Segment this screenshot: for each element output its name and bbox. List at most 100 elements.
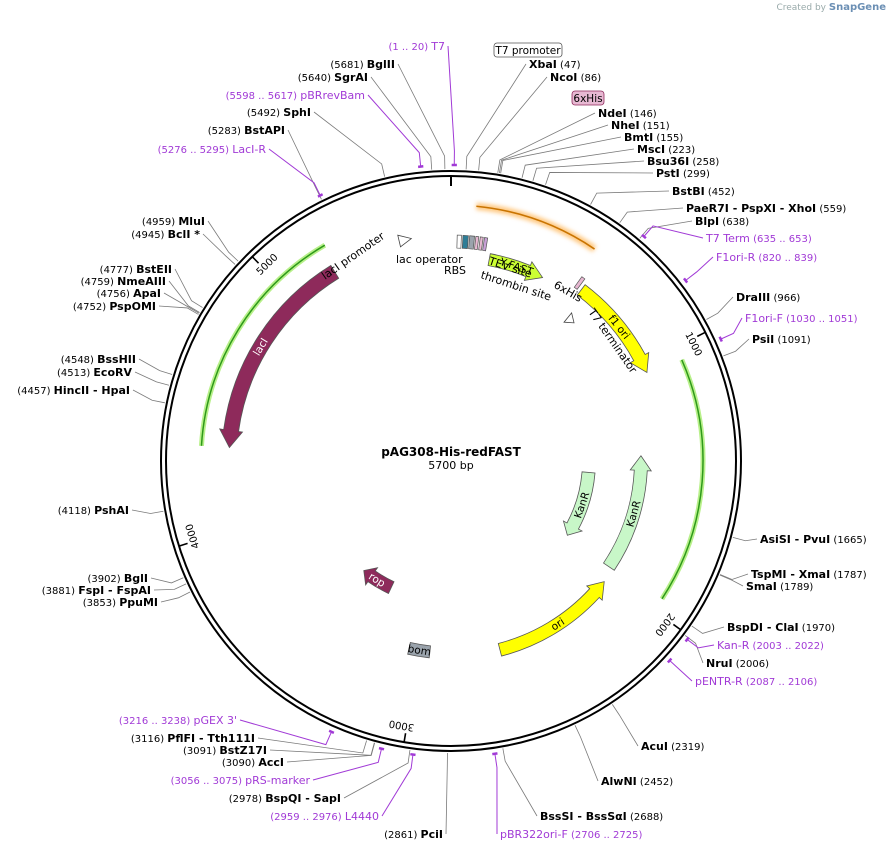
primer-label-f1ori-r: F1ori-R (820 .. 839) bbox=[716, 251, 817, 264]
svg-text:T7 promoter: T7 promoter bbox=[494, 45, 561, 57]
small-feature-block-6 bbox=[573, 276, 586, 290]
site-label-psti: PstI (299) bbox=[656, 167, 710, 180]
small-feature-label-lac-operator: lac operator bbox=[396, 253, 463, 266]
site-leader-nhei bbox=[498, 124, 609, 174]
small-feature-label-rbs: RBS bbox=[444, 264, 466, 277]
site-label-alwni: AlwNI (2452) bbox=[601, 775, 673, 788]
tick-label-5000: 5000 bbox=[255, 252, 281, 278]
site-leader-psii bbox=[723, 338, 750, 357]
feature-arrow-kanr-1 bbox=[602, 455, 653, 571]
primer-leader-pbrrevbam bbox=[367, 94, 422, 167]
primer-label-pentr-r: pENTR-R (2087 .. 2106) bbox=[695, 675, 817, 688]
site-leader-bstapi bbox=[287, 129, 322, 200]
site-leader-ndei bbox=[497, 112, 596, 173]
site-leader-acui bbox=[611, 704, 639, 747]
primer-label-pbrrevbam: (5598 .. 5617) pBRrevBam bbox=[226, 89, 365, 102]
green-arc-kanr bbox=[661, 359, 704, 600]
site-leader-ncoi bbox=[478, 76, 548, 171]
site-leader-blpi bbox=[639, 220, 693, 239]
site-leader-bstz17i bbox=[269, 742, 375, 756]
site-label-pspomi: (4752) PspOMI bbox=[73, 300, 156, 313]
primer-leader-f1ori-f bbox=[720, 317, 743, 340]
primer-leader-laci-r bbox=[268, 148, 321, 196]
primer-leader-t7-term bbox=[643, 225, 704, 239]
site-leader-alwni bbox=[574, 725, 599, 782]
site-leader-msci bbox=[521, 148, 635, 178]
small-feature-block-2 bbox=[468, 235, 476, 250]
primer-label-l4440: (2959 .. 2976) L4440 bbox=[270, 810, 379, 823]
site-label-nmeaiii: (4759) NmeAIII bbox=[81, 275, 166, 288]
small-feature-block-5 bbox=[482, 237, 489, 252]
site-label-bstapi: (5283) BstAPI bbox=[208, 124, 285, 137]
small-feature-block-3 bbox=[474, 235, 480, 251]
plasmid-length: 5700 bp bbox=[428, 459, 473, 472]
site-label-ecorv: (4513) EcoRV bbox=[57, 366, 132, 379]
site-leader-mlui bbox=[207, 220, 239, 262]
site-leader-psti bbox=[545, 172, 654, 185]
site-label-tspmi-xmai: TspMI - XmaI (1787) bbox=[751, 568, 867, 581]
primer-leader-pentr-r bbox=[669, 660, 693, 682]
tick-4000 bbox=[178, 542, 188, 547]
primer-label-f1ori-f: F1ori-F (1030 .. 1051) bbox=[745, 312, 858, 325]
site-leader-paer7i-pspxi-xhoi bbox=[619, 207, 684, 223]
primer-leader-f1ori-r bbox=[685, 256, 714, 281]
site-leader-bstbi bbox=[590, 190, 670, 205]
site-label-bmti: BmtI (155) bbox=[624, 131, 683, 144]
site-label-bspdi-clai: BspDI - ClaI (1970) bbox=[727, 621, 835, 634]
site-label-nrui: NruI (2006) bbox=[706, 657, 769, 670]
site-label-ndei: NdeI (146) bbox=[598, 107, 657, 120]
primer-mark-pgex-3 bbox=[328, 729, 335, 734]
site-leader-xbai bbox=[465, 63, 527, 170]
backbone-outer bbox=[160, 170, 742, 752]
primer-label-kan-r: Kan-R (2003 .. 2022) bbox=[717, 639, 824, 652]
plasmid-name: pAG308-His-redFAST bbox=[381, 445, 521, 459]
green-arc-kanr-glow bbox=[659, 358, 706, 601]
site-label-pcii: (2861) PciI bbox=[384, 828, 443, 841]
site-label-blpi: BlpI (638) bbox=[695, 215, 749, 228]
feature-label-kanr-2: KanR bbox=[572, 490, 592, 520]
site-leader-pcii bbox=[445, 752, 448, 835]
credit-prefix: Created by bbox=[776, 3, 826, 13]
primer-mark-pentr-r bbox=[666, 657, 673, 664]
feature-arrow-bom-7 bbox=[407, 642, 431, 659]
site-leader-bgli bbox=[150, 577, 184, 584]
primer-mark-l4440 bbox=[410, 752, 416, 757]
site-label-acui: AcuI (2319) bbox=[641, 740, 704, 753]
site-label-hincii-hpai: (4457) HincII - HpaI bbox=[17, 384, 130, 397]
primer-mark-t7-term bbox=[641, 233, 647, 240]
small-feature-label-laci-promoter: lacI promoter bbox=[319, 229, 387, 282]
primer-label-pgex-3: (3216 .. 3238) pGEX 3' bbox=[119, 714, 237, 727]
orf-arc bbox=[476, 205, 595, 250]
site-label-bstz17i: (3091) BstZ17I bbox=[183, 744, 267, 757]
site-leader-ppumi bbox=[160, 591, 191, 603]
site-label-bsssi-bsss-i: BssSI - BssSαI (2688) bbox=[540, 810, 663, 823]
feature-label-bom-7: bom bbox=[407, 643, 432, 659]
small-promoter-arrow-1 bbox=[563, 312, 575, 324]
primer-mark-kan-r bbox=[684, 636, 690, 643]
primer-label-t7-term: T7 Term (635 .. 653) bbox=[705, 232, 812, 245]
site-leader-pflfi-tth111i bbox=[257, 737, 367, 754]
site-leader-bglii bbox=[397, 63, 446, 170]
site-label-bsshii: (4548) BssHII bbox=[61, 353, 136, 366]
tick-5000 bbox=[251, 256, 260, 264]
site-label-draiii: DraIII (966) bbox=[736, 291, 800, 304]
primer-leader-l4440 bbox=[381, 754, 414, 817]
site-leader-sgrai bbox=[370, 76, 433, 170]
site-label-nhei: NheI (151) bbox=[611, 119, 670, 132]
tick-label-3000: 3000 bbox=[388, 717, 415, 732]
site-label-apai: (4756) ApaI bbox=[97, 287, 161, 300]
site-leader-fspi-fspai bbox=[153, 583, 187, 591]
feature-arrow-f1-ori-3 bbox=[576, 284, 650, 374]
site-label-mlui: (4959) MluI bbox=[142, 215, 205, 228]
site-label-paer7i-pspxi-xhoi: PaeR7I - PspXI - XhoI (559) bbox=[686, 202, 846, 215]
primer-leader-pgex-3 bbox=[239, 719, 332, 746]
site-leader-bmti bbox=[500, 136, 622, 174]
feature-arrow-laci-0 bbox=[219, 264, 340, 449]
site-label-bspqi-sapi: (2978) BspQI - SapI bbox=[229, 792, 341, 805]
svg-text:6xHis: 6xHis bbox=[573, 93, 602, 105]
site-leader-bspdi-clai bbox=[691, 625, 725, 634]
site-leader-bsssi-bsss-i bbox=[502, 748, 538, 817]
small-feature-block-4 bbox=[478, 236, 484, 251]
site-label-pflfi-tth111i: (3116) PflFI - Tth111I bbox=[131, 732, 255, 745]
